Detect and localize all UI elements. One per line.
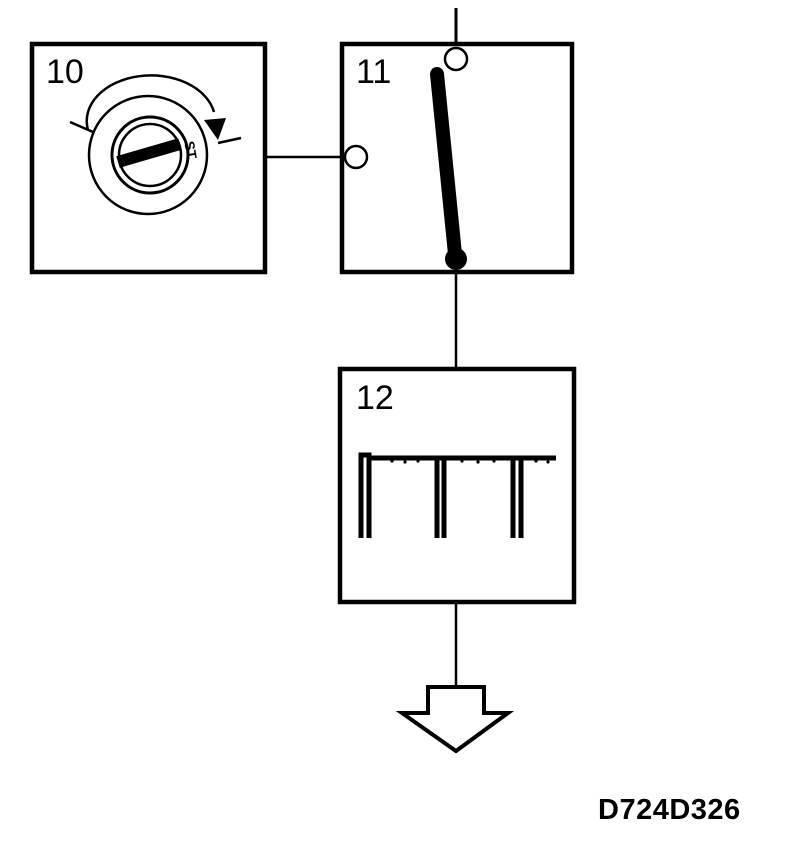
component-box-10: 10 ST [29,41,268,275]
pulse-waveform-icon [358,452,556,538]
rotation-arrow-head-icon [204,118,226,140]
figure-code: D724D326 [598,794,741,826]
rotation-stop-left [69,120,94,134]
component-number-10: 10 [46,53,84,91]
switch-pivot-terminal [445,248,467,270]
component-number-11: 11 [356,53,391,91]
key-slot-icon [116,138,182,168]
component-box-11: 11 [339,41,575,275]
key-position-label: ST [181,140,200,161]
output-arrow-icon [395,685,515,754]
waveform-noise-dots [390,459,550,464]
switch-left-terminal [343,144,369,170]
switch-top-terminal [443,46,469,72]
component-box-12: 12 [337,366,577,605]
component-number-12: 12 [356,379,394,417]
rotation-arrow-arc [85,74,216,131]
rotation-stop-right [217,136,242,145]
switch-lever-icon [430,67,462,261]
